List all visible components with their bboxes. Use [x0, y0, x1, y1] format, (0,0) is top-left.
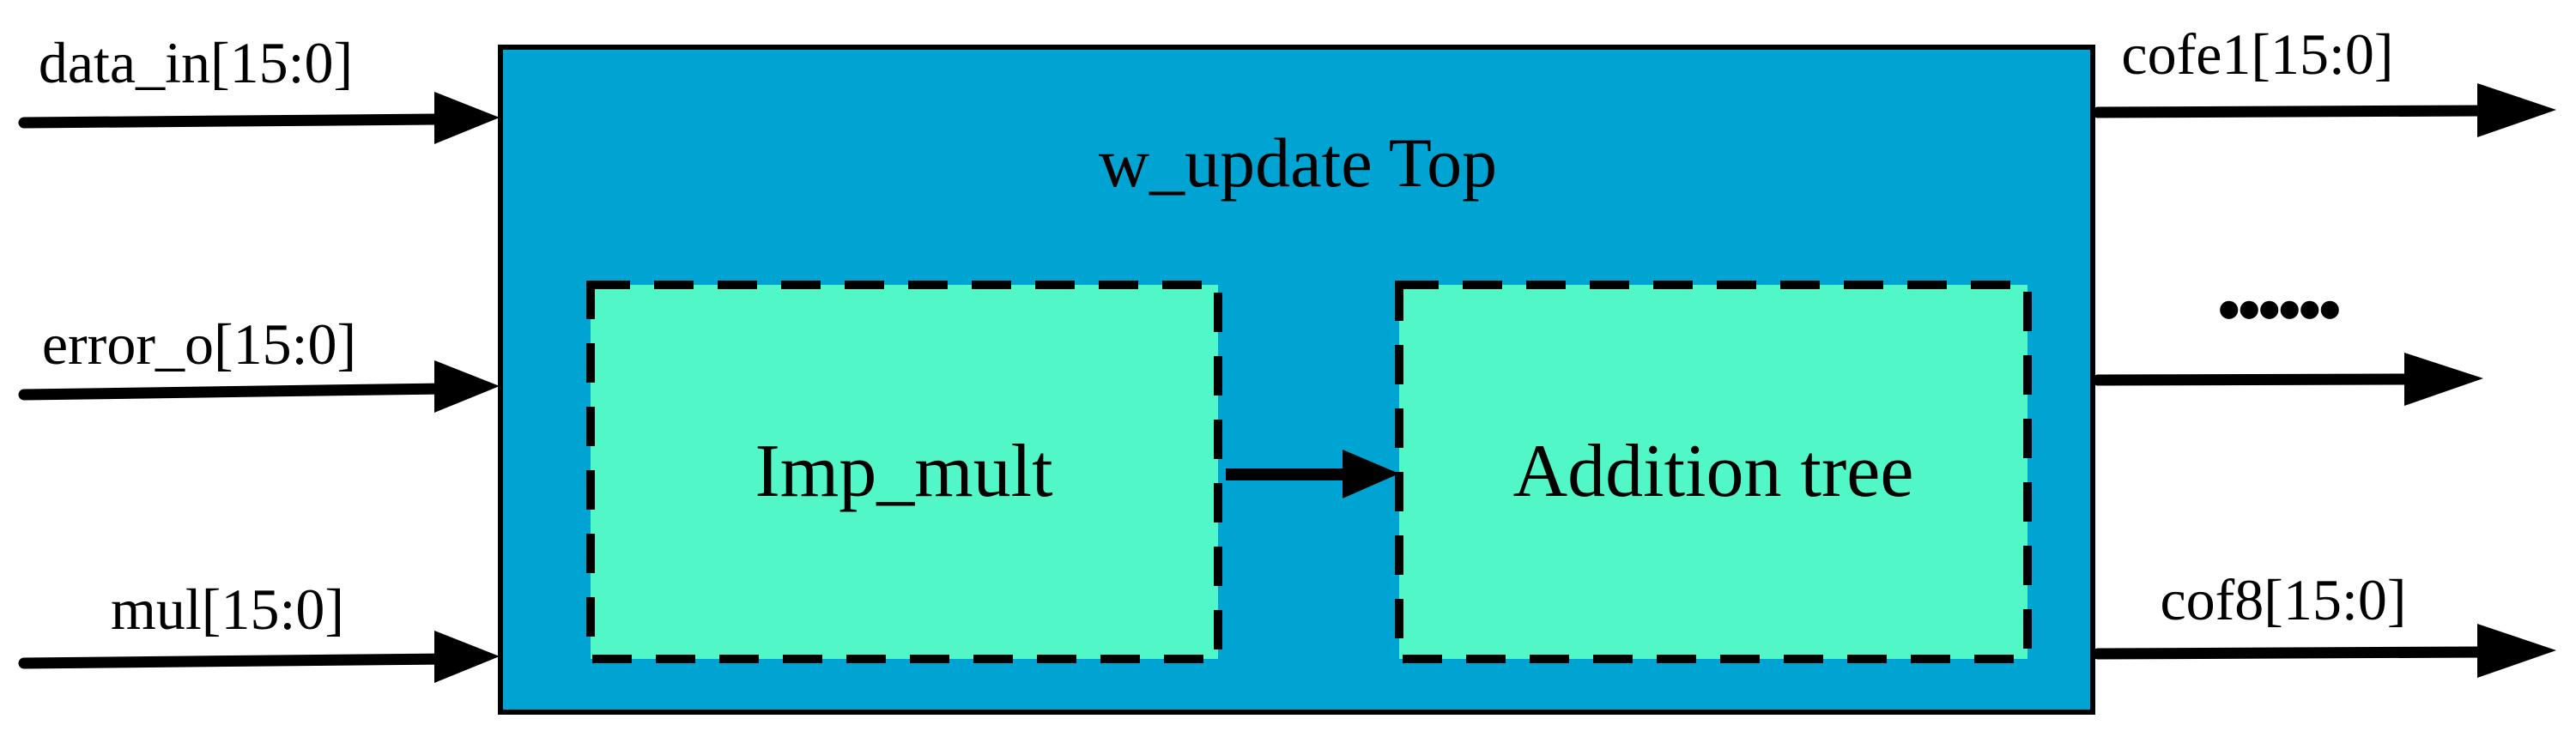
error-o-label: error_o[15:0] — [42, 311, 356, 377]
w-update-top-title: w_update Top — [1099, 124, 1497, 202]
error-o-arrowhead-icon — [434, 360, 500, 413]
cofe1-arrow-shaft — [2092, 105, 2488, 118]
output-port-cof8: cof8[15:0] — [2092, 567, 2556, 678]
addition-tree-box — [1395, 281, 2032, 663]
ellipsis-label: ...... — [2215, 219, 2340, 342]
cof8-arrow-shaft — [2092, 646, 2488, 660]
imp-mult-label: Imp_mult — [755, 430, 1052, 513]
addition-tree-module: Addition tree — [1395, 281, 2032, 663]
imp-mult-module: Imp_mult — [586, 281, 1222, 663]
mul-arrow-shaft — [18, 653, 449, 669]
data-in-label: data_in[15:0] — [39, 30, 353, 95]
cof8-label: cof8[15:0] — [2160, 567, 2406, 632]
cofe1-arrowhead-icon — [2477, 83, 2556, 137]
data-in-arrow-shaft — [18, 113, 449, 129]
input-port-data-in: data_in[15:0] — [18, 30, 500, 144]
mul-arrowhead-icon — [434, 631, 500, 683]
data-in-arrowhead-icon — [434, 92, 500, 144]
imp-mult-to-addition-tree-arrow — [1226, 450, 1399, 498]
connector-arrowhead-icon — [1343, 450, 1399, 498]
input-port-error-o: error_o[15:0] — [18, 311, 500, 413]
ellipsis-arrowhead-icon — [2404, 353, 2483, 406]
cofe1-label: cofe1[15:0] — [2121, 21, 2393, 87]
output-port-cofe1: cofe1[15:0] — [2092, 21, 2556, 137]
output-port-ellipsis: ...... — [2092, 219, 2483, 406]
ellipsis-arrow-shaft — [2092, 373, 2415, 386]
input-port-mul: mul[15:0] — [18, 577, 500, 683]
imp-mult-box — [586, 281, 1222, 663]
mul-label: mul[15:0] — [111, 577, 344, 642]
error-o-arrow-shaft — [18, 383, 449, 401]
cof8-arrowhead-icon — [2477, 624, 2556, 678]
addition-tree-label: Addition tree — [1513, 430, 1914, 513]
